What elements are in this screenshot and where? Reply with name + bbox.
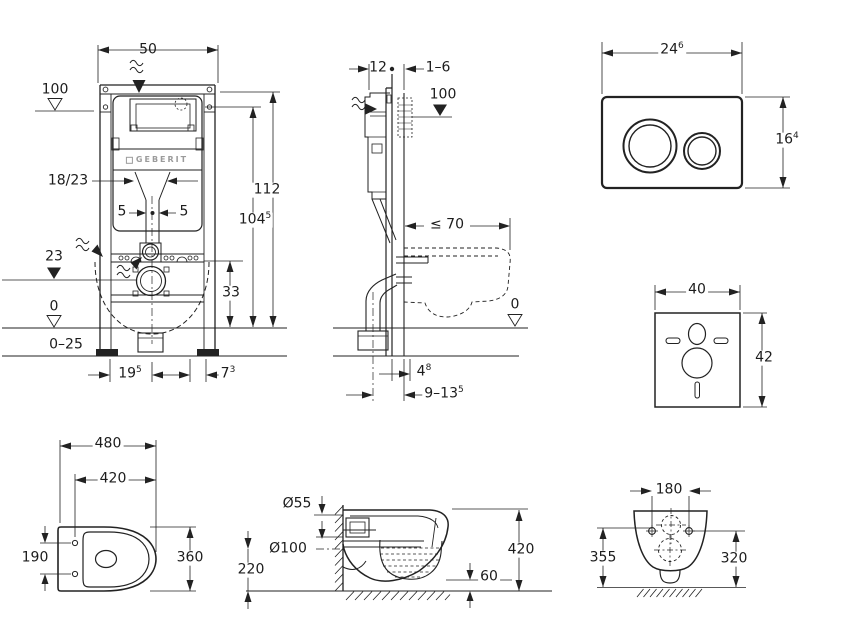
dim-flush-bend-heights: 18/23 bbox=[47, 172, 89, 189]
water-supply-icon bbox=[129, 59, 146, 93]
dim-outlet-offset: 48 bbox=[414, 363, 434, 380]
dim-pan-height: 420 bbox=[505, 541, 537, 558]
dim-pan-length: 480 bbox=[92, 435, 124, 452]
dim-outlet-offset-left: 195 bbox=[116, 365, 144, 382]
dim-side-adjust-left: 5 bbox=[117, 203, 127, 220]
dim-outlet-offset-right: 73 bbox=[218, 365, 238, 382]
dim-outlet-height: 33 bbox=[220, 284, 242, 301]
dim-floor-build-range: 0–25 bbox=[49, 336, 83, 353]
side-dimensions bbox=[346, 64, 523, 401]
dim-pan-hole-spacing-back: 180 bbox=[655, 481, 683, 498]
dim-pan-back-height-left: 355 bbox=[587, 549, 619, 566]
dim-plate-width: 246 bbox=[658, 41, 686, 58]
dim-floor-level-side: 0 bbox=[510, 296, 520, 313]
dim-drain-center-height: 23 bbox=[45, 248, 63, 265]
pan-side-dimensions bbox=[244, 496, 528, 609]
dim-outlet-diameter: Ø100 bbox=[269, 540, 307, 557]
dim-floor-level-front: 0 bbox=[49, 298, 59, 315]
pan-side-view bbox=[244, 496, 552, 609]
wall-anchor-icon bbox=[100, 104, 215, 113]
pan-back-dimensions bbox=[597, 487, 745, 587]
plate-dimensions bbox=[601, 42, 790, 189]
dim-pan-width: 360 bbox=[174, 549, 206, 566]
logo-square-icon bbox=[125, 156, 133, 164]
dim-pan-back-height-right: 320 bbox=[718, 550, 750, 567]
sound-pad-view bbox=[654, 285, 767, 408]
pan-back-view bbox=[597, 487, 746, 598]
pad-dimensions bbox=[654, 285, 767, 408]
water-supply-icon bbox=[116, 257, 142, 279]
dim-supply-height: 100 bbox=[41, 81, 69, 98]
dim-pad-width: 40 bbox=[686, 281, 708, 298]
dim-frame-height-alt: 1045 bbox=[236, 211, 274, 228]
dim-frame-width: 50 bbox=[139, 41, 157, 58]
dim-pan-depth-max: ≤ 70 bbox=[428, 216, 466, 233]
dim-frame-depth: 12 bbox=[369, 59, 387, 76]
frame-side-view bbox=[333, 64, 528, 401]
dim-side-adjust-right: 5 bbox=[179, 203, 189, 220]
dim-pad-height: 42 bbox=[753, 349, 775, 366]
pan-top-view bbox=[40, 440, 196, 592]
dim-supply-height-side: 100 bbox=[429, 86, 457, 103]
geberit-logo: GEBERIT bbox=[125, 154, 189, 164]
dim-outlet-range: 9–135 bbox=[422, 385, 466, 402]
dim-pan-hole-spacing-top: 190 bbox=[19, 549, 51, 566]
dim-inlet-diameter: Ø55 bbox=[282, 495, 312, 512]
pan-top-dimensions bbox=[40, 440, 196, 592]
front-dimensions bbox=[2, 45, 280, 382]
flush-plate-view bbox=[600, 42, 790, 190]
dim-frame-height: 112 bbox=[251, 181, 283, 198]
dim-plate-height: 164 bbox=[773, 131, 801, 148]
frame-front-view bbox=[2, 45, 287, 382]
water-supply-icon bbox=[75, 237, 103, 257]
dim-pan-inner-length: 420 bbox=[97, 470, 129, 487]
dim-pan-clearance: 60 bbox=[478, 568, 500, 585]
water-supply-icon bbox=[351, 96, 377, 115]
logo-text: GEBERIT bbox=[135, 154, 189, 164]
dim-wall-finish-range: 1–6 bbox=[425, 59, 451, 76]
dim-outlet-center-height: 220 bbox=[235, 561, 267, 578]
